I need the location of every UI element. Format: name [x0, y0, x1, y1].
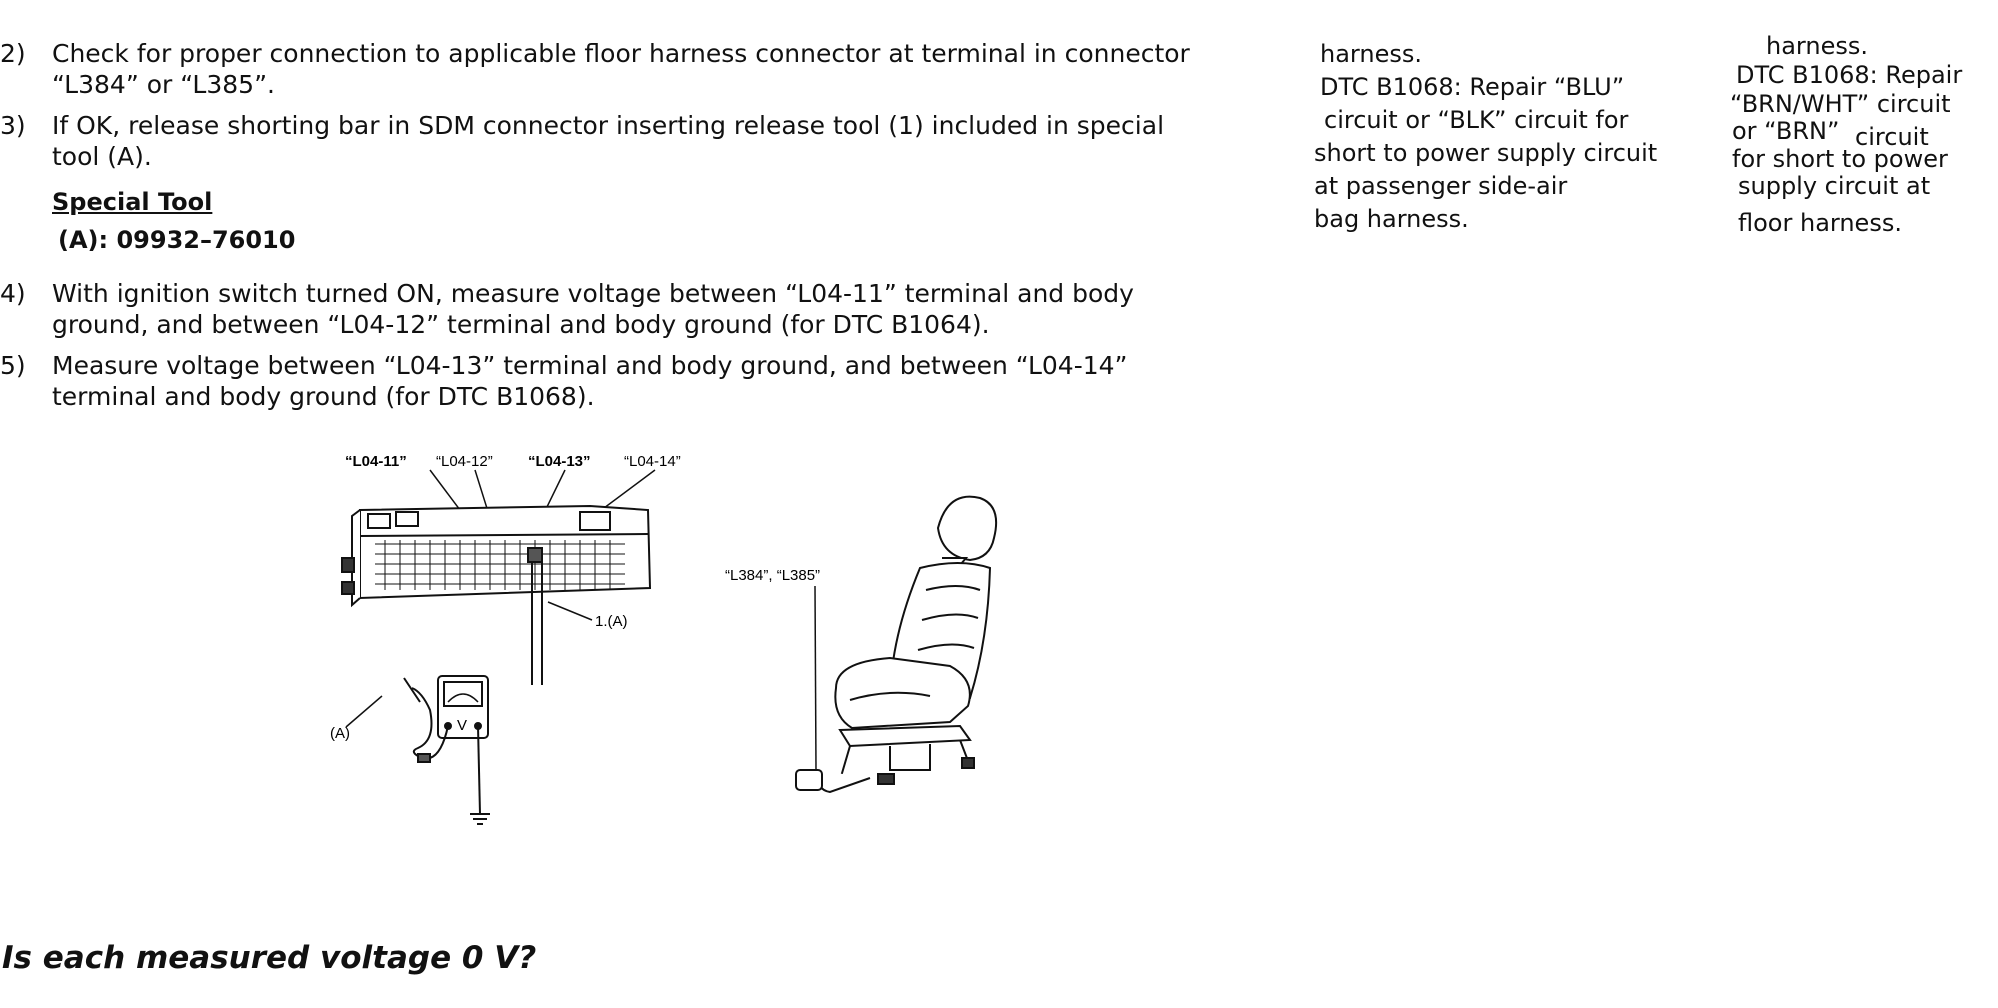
step-line: tool (A). [52, 142, 152, 171]
col1-line: short to power supply circuit [1314, 139, 1658, 167]
col2-line: harness. [1766, 32, 1868, 60]
step-number: 4) [0, 279, 26, 308]
terminal-label-l04-13: “L04-13” [528, 453, 591, 470]
passenger-seat [815, 495, 998, 794]
step-line: “L384” or “L385”. [52, 70, 275, 99]
step-line: With ignition switch turned ON, measure … [52, 279, 1134, 308]
result-column-2: harness. DTC B1068: Repair “BRN/WHT” cir… [1704, 30, 1962, 240]
voltmeter-symbol: V [457, 717, 467, 734]
col2-line: for short to power [1732, 145, 1948, 173]
col2-line: floor harness. [1738, 209, 1902, 237]
terminal-label-l04-12: “L04-12” [436, 453, 493, 470]
terminal-label-l04-11: “L04-11” [345, 453, 407, 470]
step-number: 2) [0, 39, 26, 68]
seat-connector-plug [795, 769, 823, 791]
col1-line: at passenger side-air [1314, 172, 1568, 200]
col2-line: “BRN/WHT” circuit [1730, 90, 1951, 118]
release-tool-label: 1.(A) [595, 613, 628, 630]
col1-line: harness. [1320, 40, 1422, 68]
col2-line: supply circuit at [1738, 172, 1931, 200]
seat-connector-label: “L384”, “L385” [725, 567, 820, 584]
connector-voltage-diagram: “L04-11” “L04-12” “L04-13” “L04-14” 1.(A… [330, 453, 998, 825]
col1-line: bag harness. [1314, 205, 1469, 233]
seat-connector-leader [814, 585, 817, 771]
step-line: ground, and between “L04-12” terminal an… [52, 310, 990, 339]
probe-leader-line [345, 695, 383, 728]
tool-leader-line [547, 601, 593, 621]
release-tool [527, 547, 543, 685]
step-line: Check for proper connection to applicabl… [52, 39, 1190, 68]
probe-a [403, 677, 449, 763]
col1-line: DTC B1068: Repair “BLU” [1320, 73, 1625, 101]
step-number: 5) [0, 351, 26, 380]
sdm-connector [341, 504, 652, 608]
special-tool-heading: Special Tool [52, 188, 213, 216]
col2-line: or “BRN” [1732, 117, 1840, 145]
step-line: Measure voltage between “L04-13” termina… [52, 351, 1128, 380]
question-text: Is each measured voltage 0 V? [2, 940, 537, 976]
voltmeter [437, 675, 489, 739]
step-number: 3) [0, 111, 26, 140]
special-tool-number: (A): 09932–76010 [58, 226, 296, 254]
terminal-label-l04-14: “L04-14” [624, 453, 681, 470]
col2-line: DTC B1068: Repair [1736, 61, 1963, 89]
result-column-1: harness. DTC B1068: Repair “BLU” circuit… [1314, 38, 1657, 236]
col1-line: circuit or “BLK” circuit for [1324, 106, 1629, 134]
probe-label: (A) [330, 725, 350, 742]
col2-line: circuit [1855, 123, 1929, 151]
step-line: terminal and body ground (for DTC B1068)… [52, 382, 595, 411]
ground-lead [470, 725, 490, 825]
step-line: If OK, release shorting bar in SDM conne… [52, 111, 1165, 140]
